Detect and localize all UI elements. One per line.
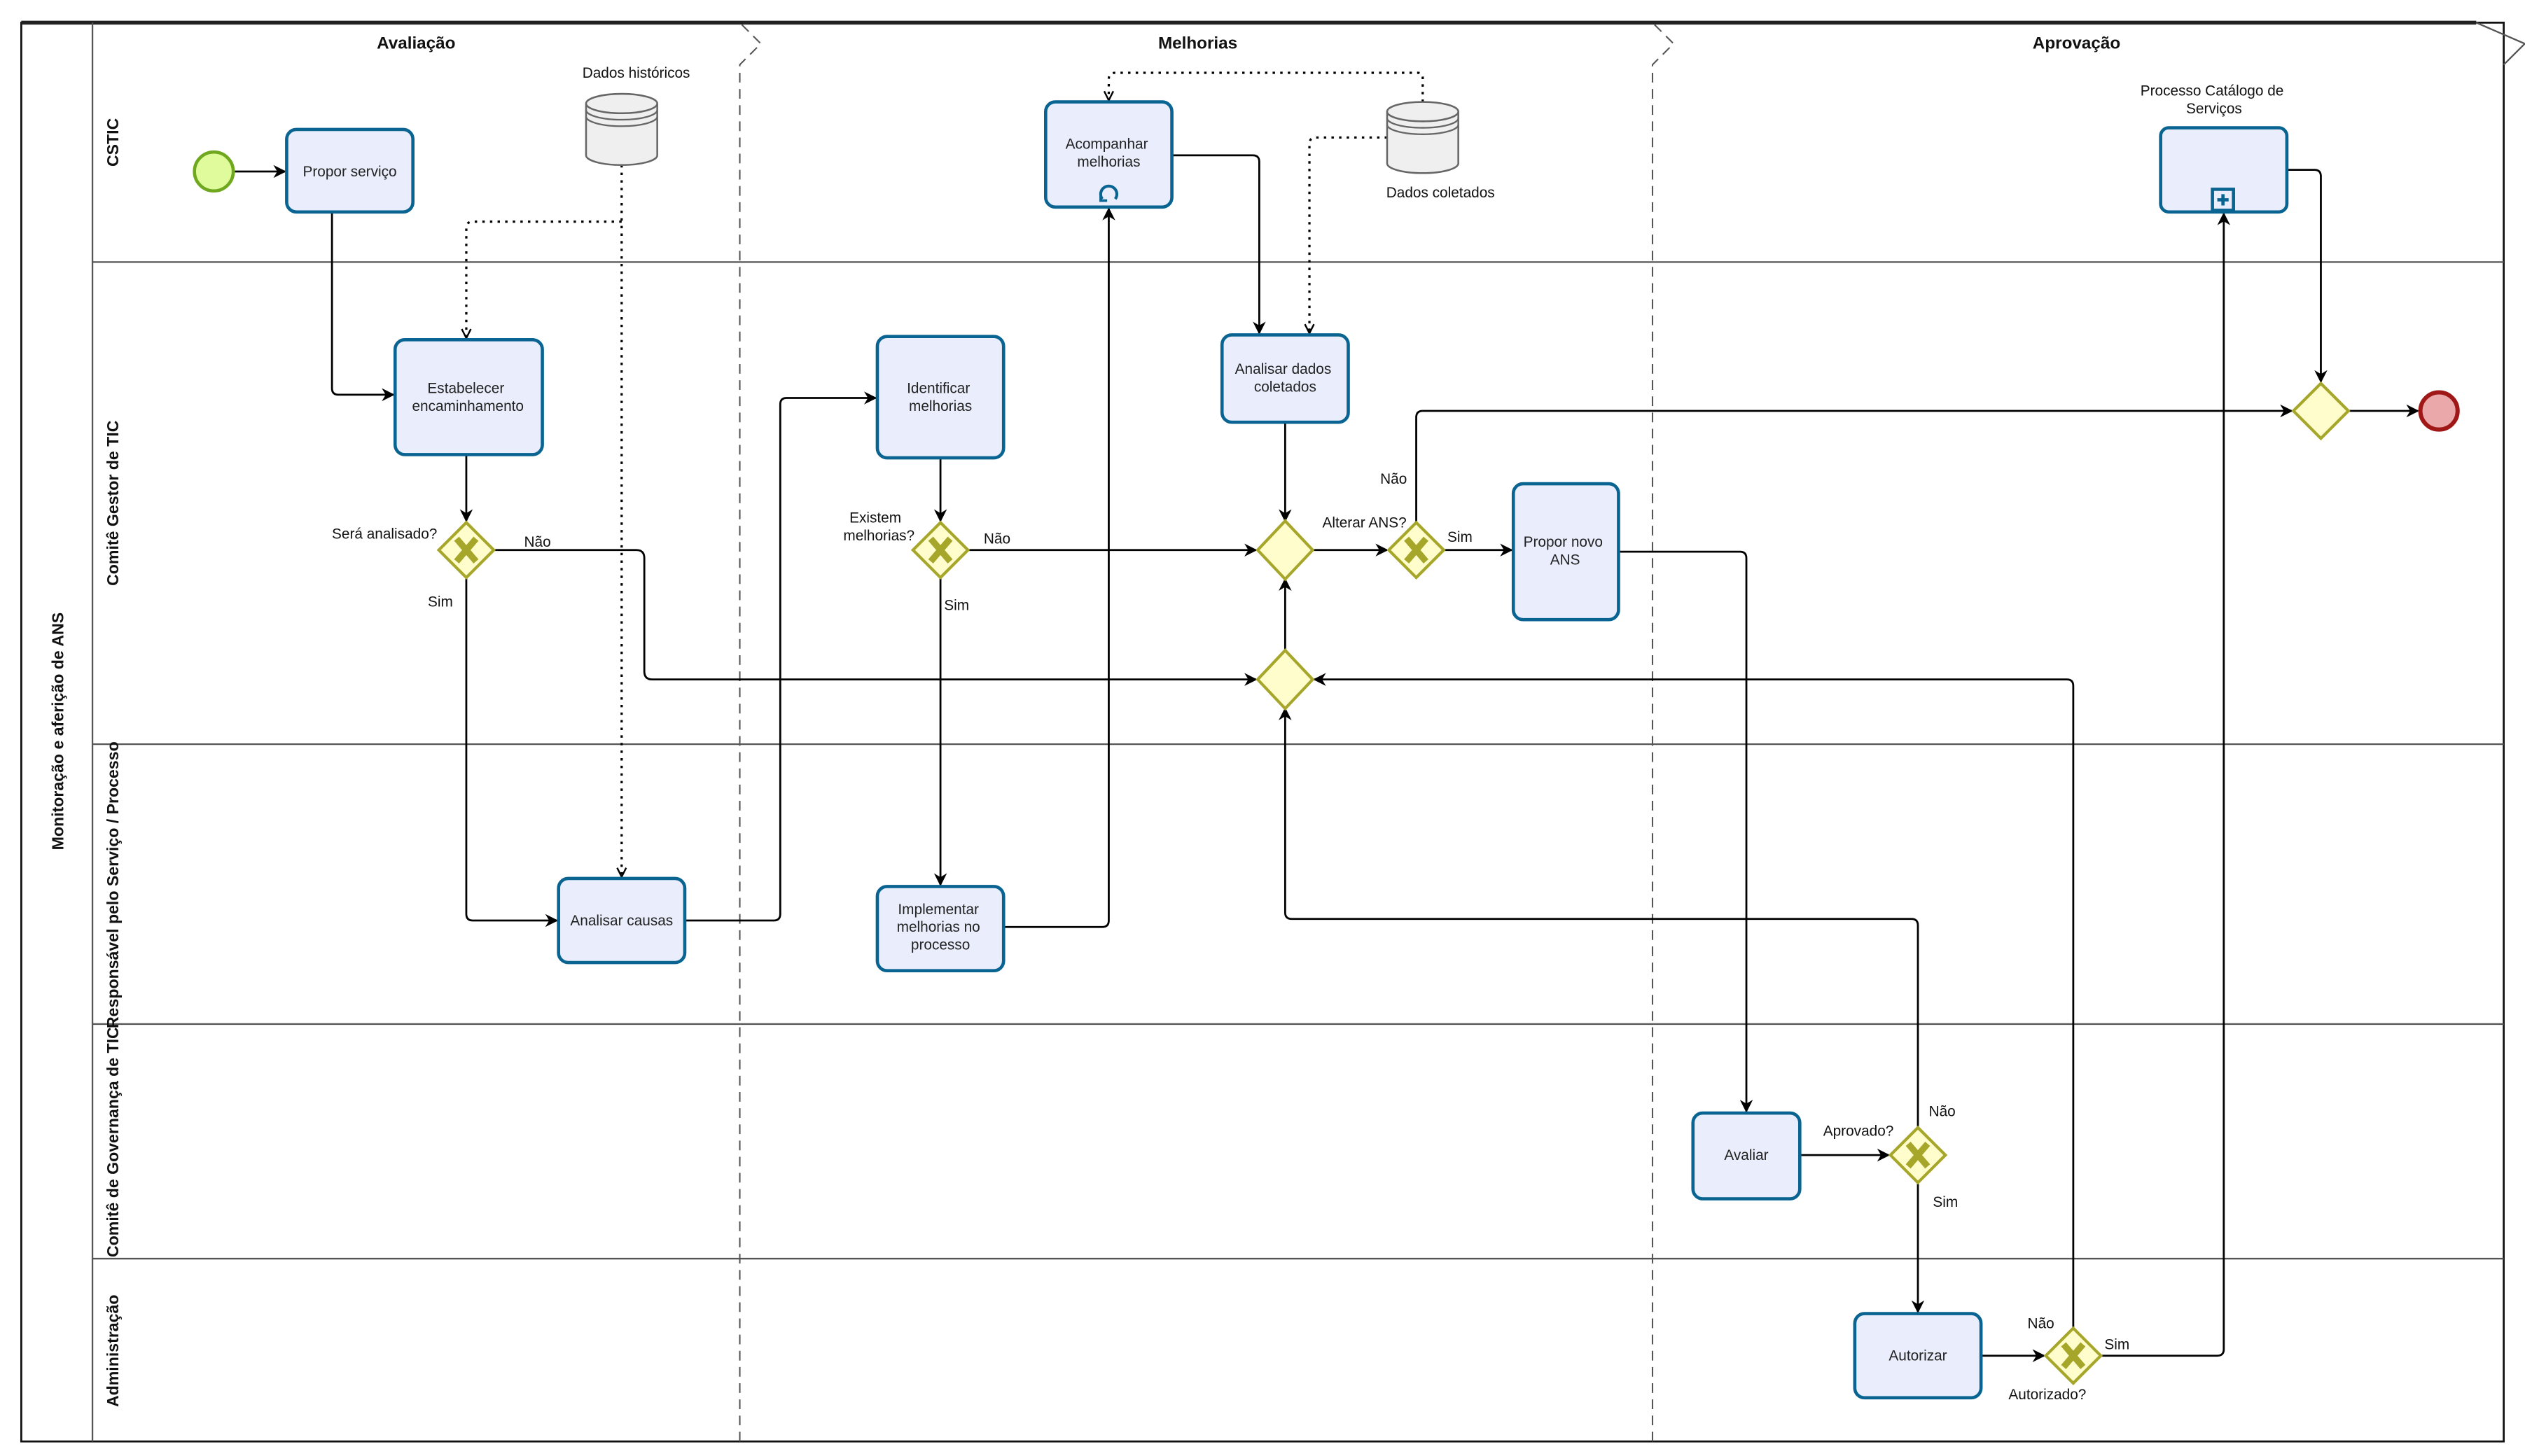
flow-label-existem-nao: Não — [984, 531, 1010, 547]
flow-label-alterar-nao: Não — [1380, 471, 1407, 487]
flow-causas-to-identificar[interactable] — [684, 391, 877, 922]
assoc-coletados-to-analisar[interactable] — [1309, 136, 1387, 333]
data-store-coletados[interactable] — [1386, 101, 1459, 174]
gateway-label-existem-melhorias: Existem melhorias? — [843, 510, 914, 543]
flow-sera-sim[interactable] — [465, 578, 559, 927]
flow-label-autorizado-sim: Sim — [2104, 1336, 2129, 1352]
pool-border — [20, 21, 2505, 1443]
pool-label: Monitoração e aferição de ANS — [48, 612, 67, 850]
task-acompanhar-melhorias[interactable]: Acompanhar melhorias — [1043, 100, 1174, 209]
task-label: Analisar causas — [570, 913, 673, 929]
flow-autorizado-sim[interactable] — [2101, 212, 2231, 1357]
task-avaliar[interactable]: Avaliar — [1691, 1111, 1802, 1200]
task-label: Propor serviço — [302, 164, 396, 180]
lane-label-responsavel: Responsável pelo Serviço / Processo — [104, 741, 122, 1028]
task-label: Identificar melhorias — [907, 381, 974, 414]
lane-label-cstic: CSTIC — [104, 118, 122, 167]
phase-divider-2 — [1651, 22, 1675, 1442]
exclusive-x-icon — [2061, 1342, 2086, 1369]
subprocess-label: Processo Catálogo de Serviços — [2141, 83, 2288, 116]
phase-avaliacao: Avaliação — [377, 34, 455, 52]
flow-label-sera-sim: Sim — [428, 594, 453, 610]
lane-label-administracao: Administração — [104, 1295, 122, 1408]
flow-implementar-to-acompanhar[interactable] — [1003, 207, 1115, 928]
lane-label-comite-gestor: Comitê Gestor de TIC — [104, 420, 122, 586]
gateway-label-sera-analisado: Será analisado? — [332, 526, 437, 542]
task-label: Acompanhar melhorias — [1066, 136, 1153, 170]
phases: Avaliação Melhorias Aprovação — [377, 22, 2525, 1442]
plus-icon — [2211, 188, 2235, 212]
sequence-flows — [235, 154, 2419, 1362]
gateway-join-end[interactable] — [2291, 381, 2351, 441]
gateway-autorizado[interactable] — [2043, 1326, 2103, 1385]
gateway-label-autorizado: Autorizado? — [2008, 1387, 2086, 1403]
gateway-merge-2[interactable] — [1255, 648, 1315, 711]
flow-label-existem-sim: Sim — [944, 597, 969, 613]
gateway-label-alterar-ans: Alterar ANS? — [1322, 514, 1406, 531]
gateway-aprovado[interactable] — [1888, 1125, 1948, 1185]
flow-label-sera-nao: Não — [524, 534, 551, 550]
flow-alterar-nao[interactable] — [1415, 404, 2293, 523]
loop-icon — [1099, 184, 1119, 202]
data-store-historicos[interactable] — [585, 92, 658, 166]
flow-catalogo-to-join[interactable] — [2286, 169, 2328, 384]
task-implementar-melhorias[interactable]: Implementar melhorias no processo — [875, 885, 1006, 972]
task-analisar-dados-coletados[interactable]: Analisar dados coletados — [1220, 333, 1350, 424]
gateway-sera-analisado[interactable] — [436, 520, 496, 580]
end-event[interactable] — [2418, 390, 2460, 432]
flow-acompanhar-to-analisar[interactable] — [1171, 154, 1266, 335]
flow-propor-ans-to-avaliar[interactable] — [1618, 550, 1753, 1113]
flow-label-aprovado-sim: Sim — [1933, 1194, 1958, 1210]
exclusive-x-icon — [1404, 536, 1428, 564]
phase-end-chevron — [2475, 22, 2525, 66]
phase-melhorias: Melhorias — [1158, 34, 1237, 52]
task-label: Autorizar — [1888, 1348, 1947, 1364]
flow-autorizado-nao[interactable] — [1313, 673, 2075, 1329]
phase-aprovacao: Aprovação — [2033, 34, 2120, 52]
task-analisar-causas[interactable]: Analisar causas — [557, 876, 687, 965]
exclusive-x-icon — [454, 536, 479, 564]
lanes: CSTIC Comitê Gestor de TIC Responsável p… — [92, 118, 2504, 1407]
start-event[interactable] — [193, 150, 235, 193]
flow-label-aprovado-nao: Não — [1929, 1104, 1956, 1120]
task-autorizar[interactable]: Autorizar — [1853, 1312, 1983, 1400]
subprocess-catalogo-servicos[interactable] — [2159, 126, 2289, 214]
flow-aprovado-nao[interactable] — [1279, 707, 1919, 1128]
phase-divider-1 — [739, 22, 763, 1442]
task-label: Analisar dados coletados — [1235, 361, 1335, 395]
gateway-alterar-ans[interactable] — [1386, 520, 1446, 580]
pool: Monitoração e aferição de ANS — [20, 20, 2505, 1443]
task-label: Implementar melhorias no processo — [897, 902, 985, 953]
data-associations — [466, 71, 1424, 877]
exclusive-x-icon — [1905, 1141, 1931, 1169]
flow-sera-nao[interactable] — [494, 549, 1258, 686]
gateway-merge-1[interactable] — [1255, 519, 1315, 582]
task-identificar-melhorias[interactable]: Identificar melhorias — [875, 335, 1006, 460]
lane-label-comite-governanca: Comitê de Governança de TIC — [104, 1027, 122, 1257]
flow-propor-to-estabelecer[interactable] — [331, 211, 395, 402]
exclusive-x-icon — [928, 536, 953, 564]
flow-label-alterar-sim: Sim — [1447, 529, 1473, 545]
data-store-historicos-label: Dados históricos — [583, 65, 690, 81]
task-estabelecer-encaminhamento[interactable]: Estabelecer encaminhamento — [393, 338, 544, 456]
gateway-label-aprovado: Aprovado? — [1823, 1123, 1894, 1139]
data-store-coletados-label: Dados coletados — [1386, 185, 1495, 201]
task-propor-novo-ans[interactable]: Propor novo ANS — [1511, 482, 1620, 622]
task-propor-servico[interactable]: Propor serviço — [285, 127, 415, 214]
task-label: Estabelecer encaminhamento — [412, 381, 524, 414]
task-label: Propor novo ANS — [1524, 534, 1607, 568]
task-label: Avaliar — [1724, 1147, 1768, 1163]
assoc-historicos-to-estabelecer[interactable] — [466, 220, 622, 338]
flow-label-autorizado-nao: Não — [2028, 1315, 2054, 1331]
gateway-existem-melhorias[interactable] — [910, 520, 971, 580]
assoc-coletados-to-acompanhar[interactable] — [1108, 71, 1424, 102]
